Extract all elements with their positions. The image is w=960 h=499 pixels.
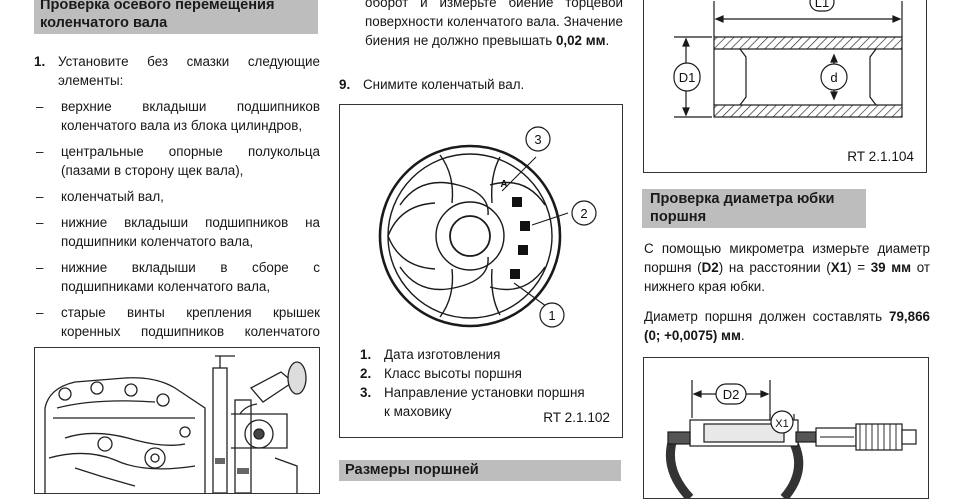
dimension-label-d1: D1 xyxy=(679,70,696,85)
step-number: 1. xyxy=(34,54,46,69)
callout-2 xyxy=(571,200,597,226)
step-1: 1. Установите без смазки следующие элеме… xyxy=(34,52,320,90)
step-text: Снимите коленчатый вал. xyxy=(363,77,525,92)
piston-top-view: 3 2 1 A xyxy=(378,126,597,328)
callout-label: 2 xyxy=(580,206,587,221)
callout-label: 3 xyxy=(534,132,541,147)
legend-item: 1.Дата изготовления xyxy=(360,347,501,362)
engine-dial-indicator-figure xyxy=(34,347,320,494)
marking-squares xyxy=(510,197,530,279)
figure-caption: RT 2.1.104 xyxy=(847,149,914,164)
liner-cross-section: L1 D1 d xyxy=(673,0,903,118)
piston-marking-figure: 3 2 1 A 1.Дата изготовления 2.Класс высо… xyxy=(339,104,623,438)
figure-caption: RT 2.1.102 xyxy=(543,410,610,425)
column-left: Проверка осевого перемещения коленчатого… xyxy=(34,0,320,494)
step-9: 9. Снимите коленчатый вал. xyxy=(339,75,623,94)
list-item: –нижние вкладыши в сборе с подшипниками … xyxy=(36,260,320,294)
micrometer-illustration: D2 X1 xyxy=(665,380,917,498)
list-item: –центральные опорные полукольца (пазами … xyxy=(36,144,320,178)
figure-legend: 1.Дата изготовления 2.Класс высоты поршн… xyxy=(360,345,600,421)
legend-item: 2.Класс высоты поршня xyxy=(360,366,522,381)
section-heading-piston-sizes: Размеры поршней xyxy=(339,460,621,481)
list-item: –верхние вкладыши подшипников коленчатог… xyxy=(36,99,320,133)
dimension-label-d: d xyxy=(830,70,837,85)
column-right: L1 D1 d RT 2.1.104 Проверка диаметра юбк… xyxy=(642,0,930,499)
step-number: 9. xyxy=(339,77,351,92)
section-heading-skirt-diameter: Проверка диаметра юбки поршня xyxy=(642,189,866,228)
runout-value: 0,02 мм xyxy=(555,33,606,48)
dimension-label-l1: L1 xyxy=(815,0,829,10)
paragraph-diameter: Диаметр поршня должен составлять 79,866 … xyxy=(644,309,930,343)
paragraph-micrometer: С помощью микрометра измерьте диаметр по… xyxy=(644,241,930,294)
legend-item: 3.Направление установки поршня к маховик… xyxy=(360,385,585,419)
bullet-list: –верхние вкладыши подшипников коленчатог… xyxy=(34,97,320,360)
dimension-label-d2: D2 xyxy=(723,387,740,402)
dimension-label-x1: X1 xyxy=(775,418,788,430)
callout-3 xyxy=(525,126,551,152)
diameter-value: 79,866 (0; +0,0075) мм xyxy=(644,309,930,343)
arrow-label: A xyxy=(500,179,507,190)
distance-value: 39 мм xyxy=(870,260,912,275)
section-heading-axial-play: Проверка осевого перемещения коленчатого… xyxy=(34,0,318,34)
micrometer-figure: D2 X1 xyxy=(643,357,929,499)
list-item: –нижние вкладыши подшипников на подшипни… xyxy=(36,215,320,249)
list-item: –коленчатый вал, xyxy=(36,189,164,204)
engine-illustration xyxy=(44,355,307,493)
step-text: Установите без смазки следующие элементы… xyxy=(58,54,320,88)
continued-step-text: оборот и измерьте биение торцевой поверх… xyxy=(365,0,623,48)
callout-label: 1 xyxy=(548,308,555,323)
callout-1 xyxy=(539,302,565,328)
cylinder-liner-figure: L1 D1 d RT 2.1.104 xyxy=(643,0,927,173)
